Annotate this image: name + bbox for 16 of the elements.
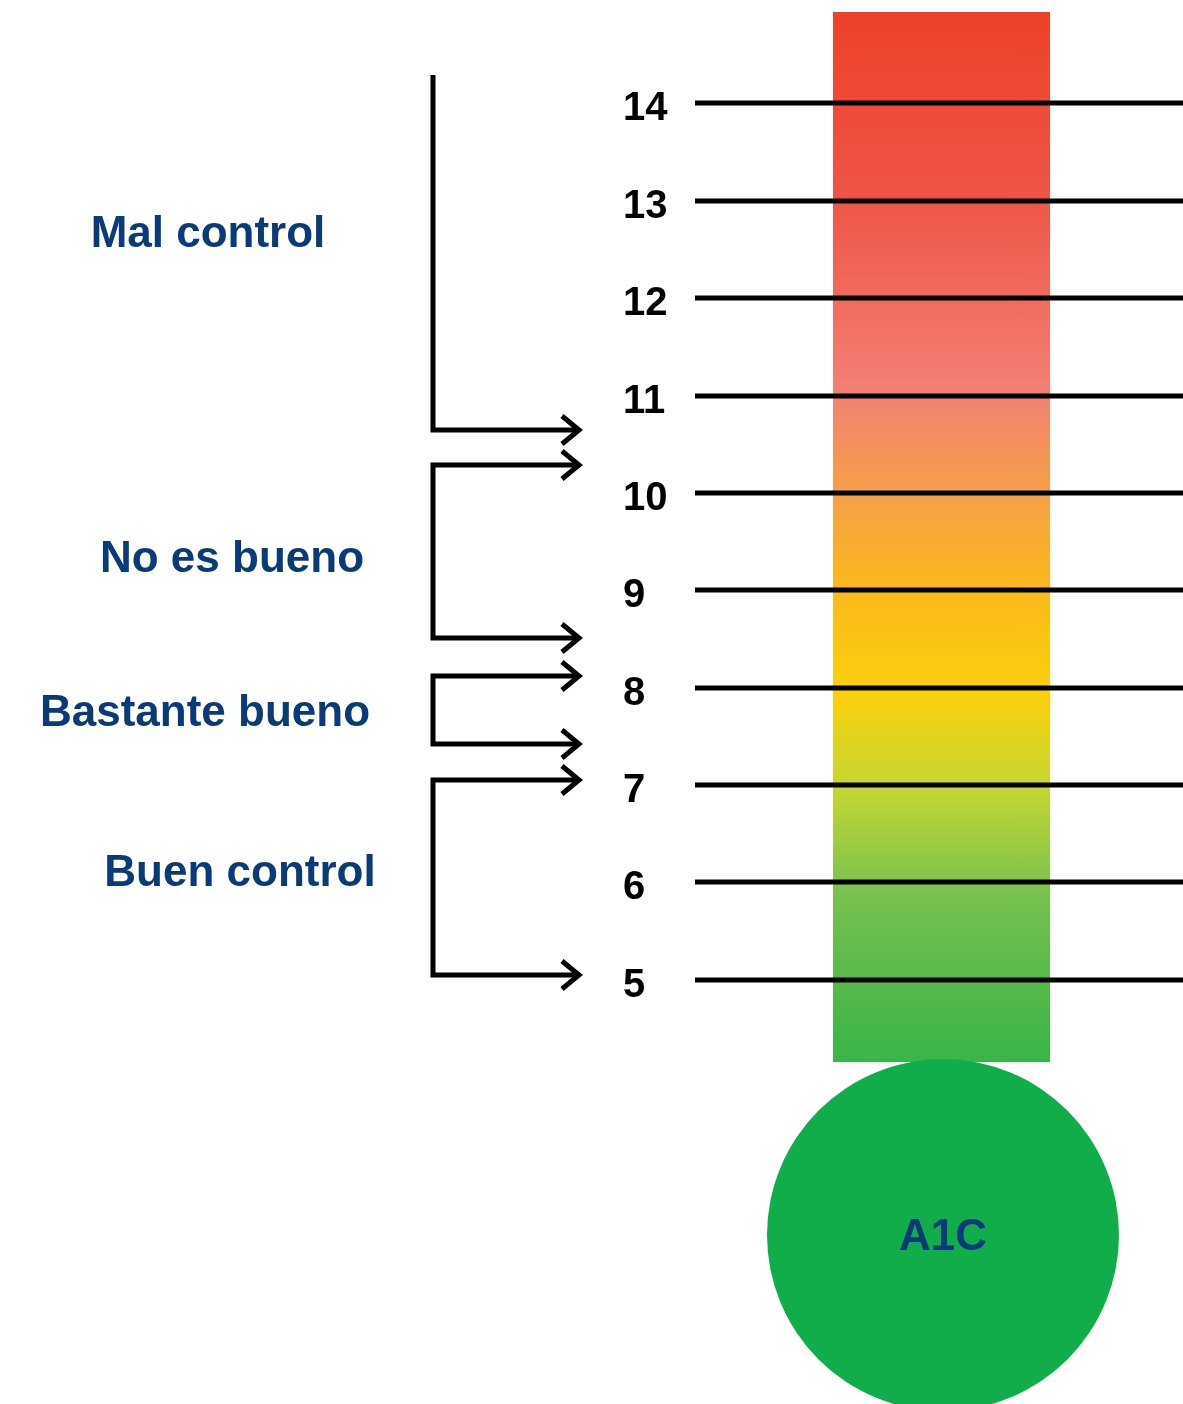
range-label: Bastante bueno bbox=[40, 689, 370, 733]
scale-number: 6 bbox=[623, 865, 646, 905]
scale-number: 13 bbox=[623, 184, 668, 224]
scale-number: 10 bbox=[623, 476, 668, 516]
range-label: No es bueno bbox=[100, 535, 364, 579]
range-label: Buen control bbox=[104, 849, 376, 893]
bulb-label: A1C bbox=[899, 1209, 987, 1261]
scale-number: 14 bbox=[623, 86, 668, 126]
range-label: Mal control bbox=[90, 210, 326, 254]
scale-number: 7 bbox=[623, 768, 646, 808]
scale-number: 12 bbox=[623, 281, 668, 321]
scale-number: 9 bbox=[623, 573, 646, 613]
thermometer-bar bbox=[833, 12, 1050, 1062]
scale-number: 8 bbox=[623, 671, 646, 711]
scale-number: 11 bbox=[623, 379, 666, 419]
scale-number: 5 bbox=[623, 963, 646, 1003]
